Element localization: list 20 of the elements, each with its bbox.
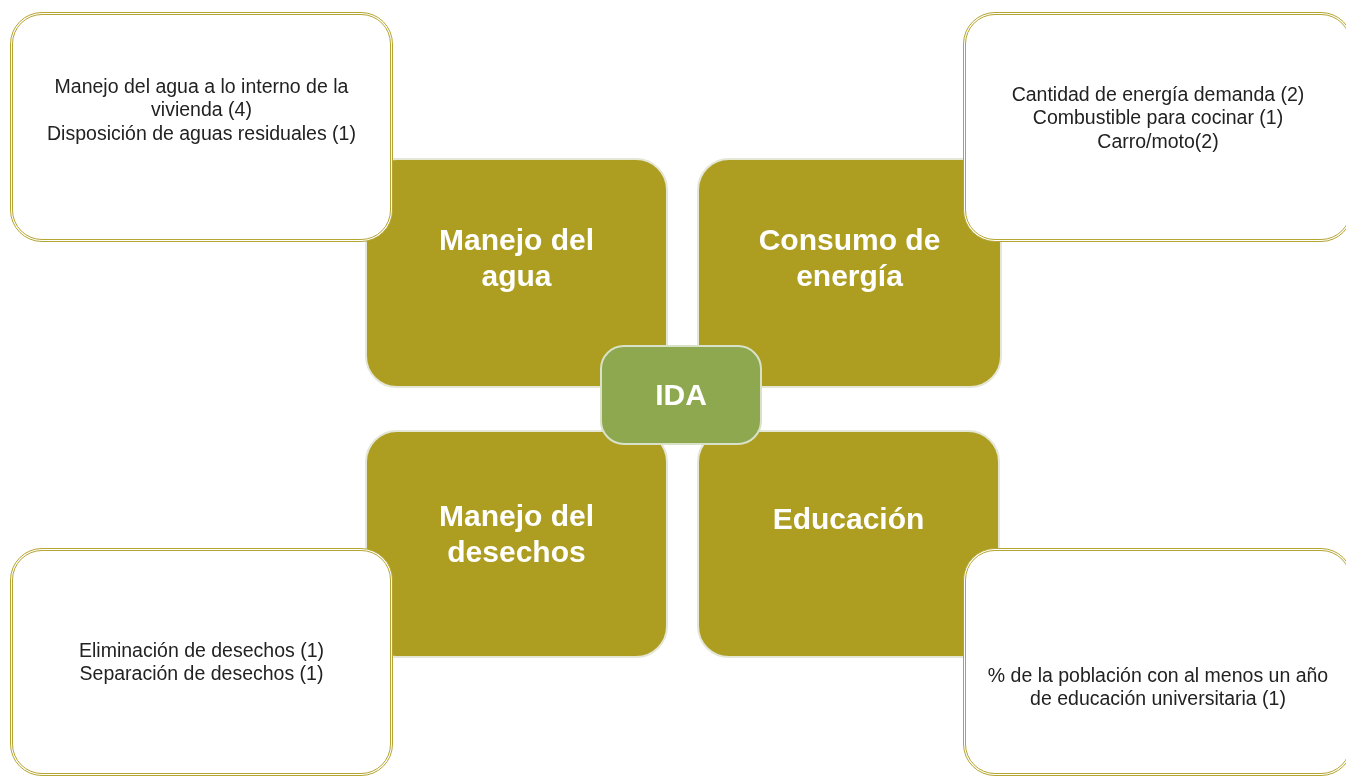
- indicator-text: Carro/moto(2): [1097, 129, 1219, 154]
- indicator-text: % de la población con al menos un año de educación universitaria (1): [986, 663, 1330, 711]
- text-card: [10, 12, 393, 242]
- indicator-text: Separación de desechos (1): [79, 662, 324, 686]
- text-card: [10, 548, 393, 776]
- text-card: [963, 12, 1346, 242]
- tile-title: IDA: [655, 378, 707, 412]
- category-tile: [697, 430, 1000, 658]
- tile-title: Manejo del agua: [438, 222, 595, 294]
- indicator-text: Cantidad de energía demanda (2): [1011, 83, 1305, 107]
- indicator-text: Disposición de aguas residuales (1): [47, 121, 356, 146]
- tile-title: Educación: [772, 501, 925, 537]
- indicator-text: Combustible para cocinar (1): [1032, 106, 1284, 130]
- tile-title: Consumo de energía: [757, 222, 942, 294]
- center-tile: [600, 345, 762, 445]
- indicator-text: Manejo del agua a lo interno de la vivienda (4): [53, 75, 350, 122]
- tile-title: Manejo del desechos: [438, 498, 595, 570]
- indicator-text: Eliminación de desechos (1): [79, 638, 324, 662]
- text-card: [963, 548, 1346, 776]
- category-tile: [365, 430, 668, 658]
